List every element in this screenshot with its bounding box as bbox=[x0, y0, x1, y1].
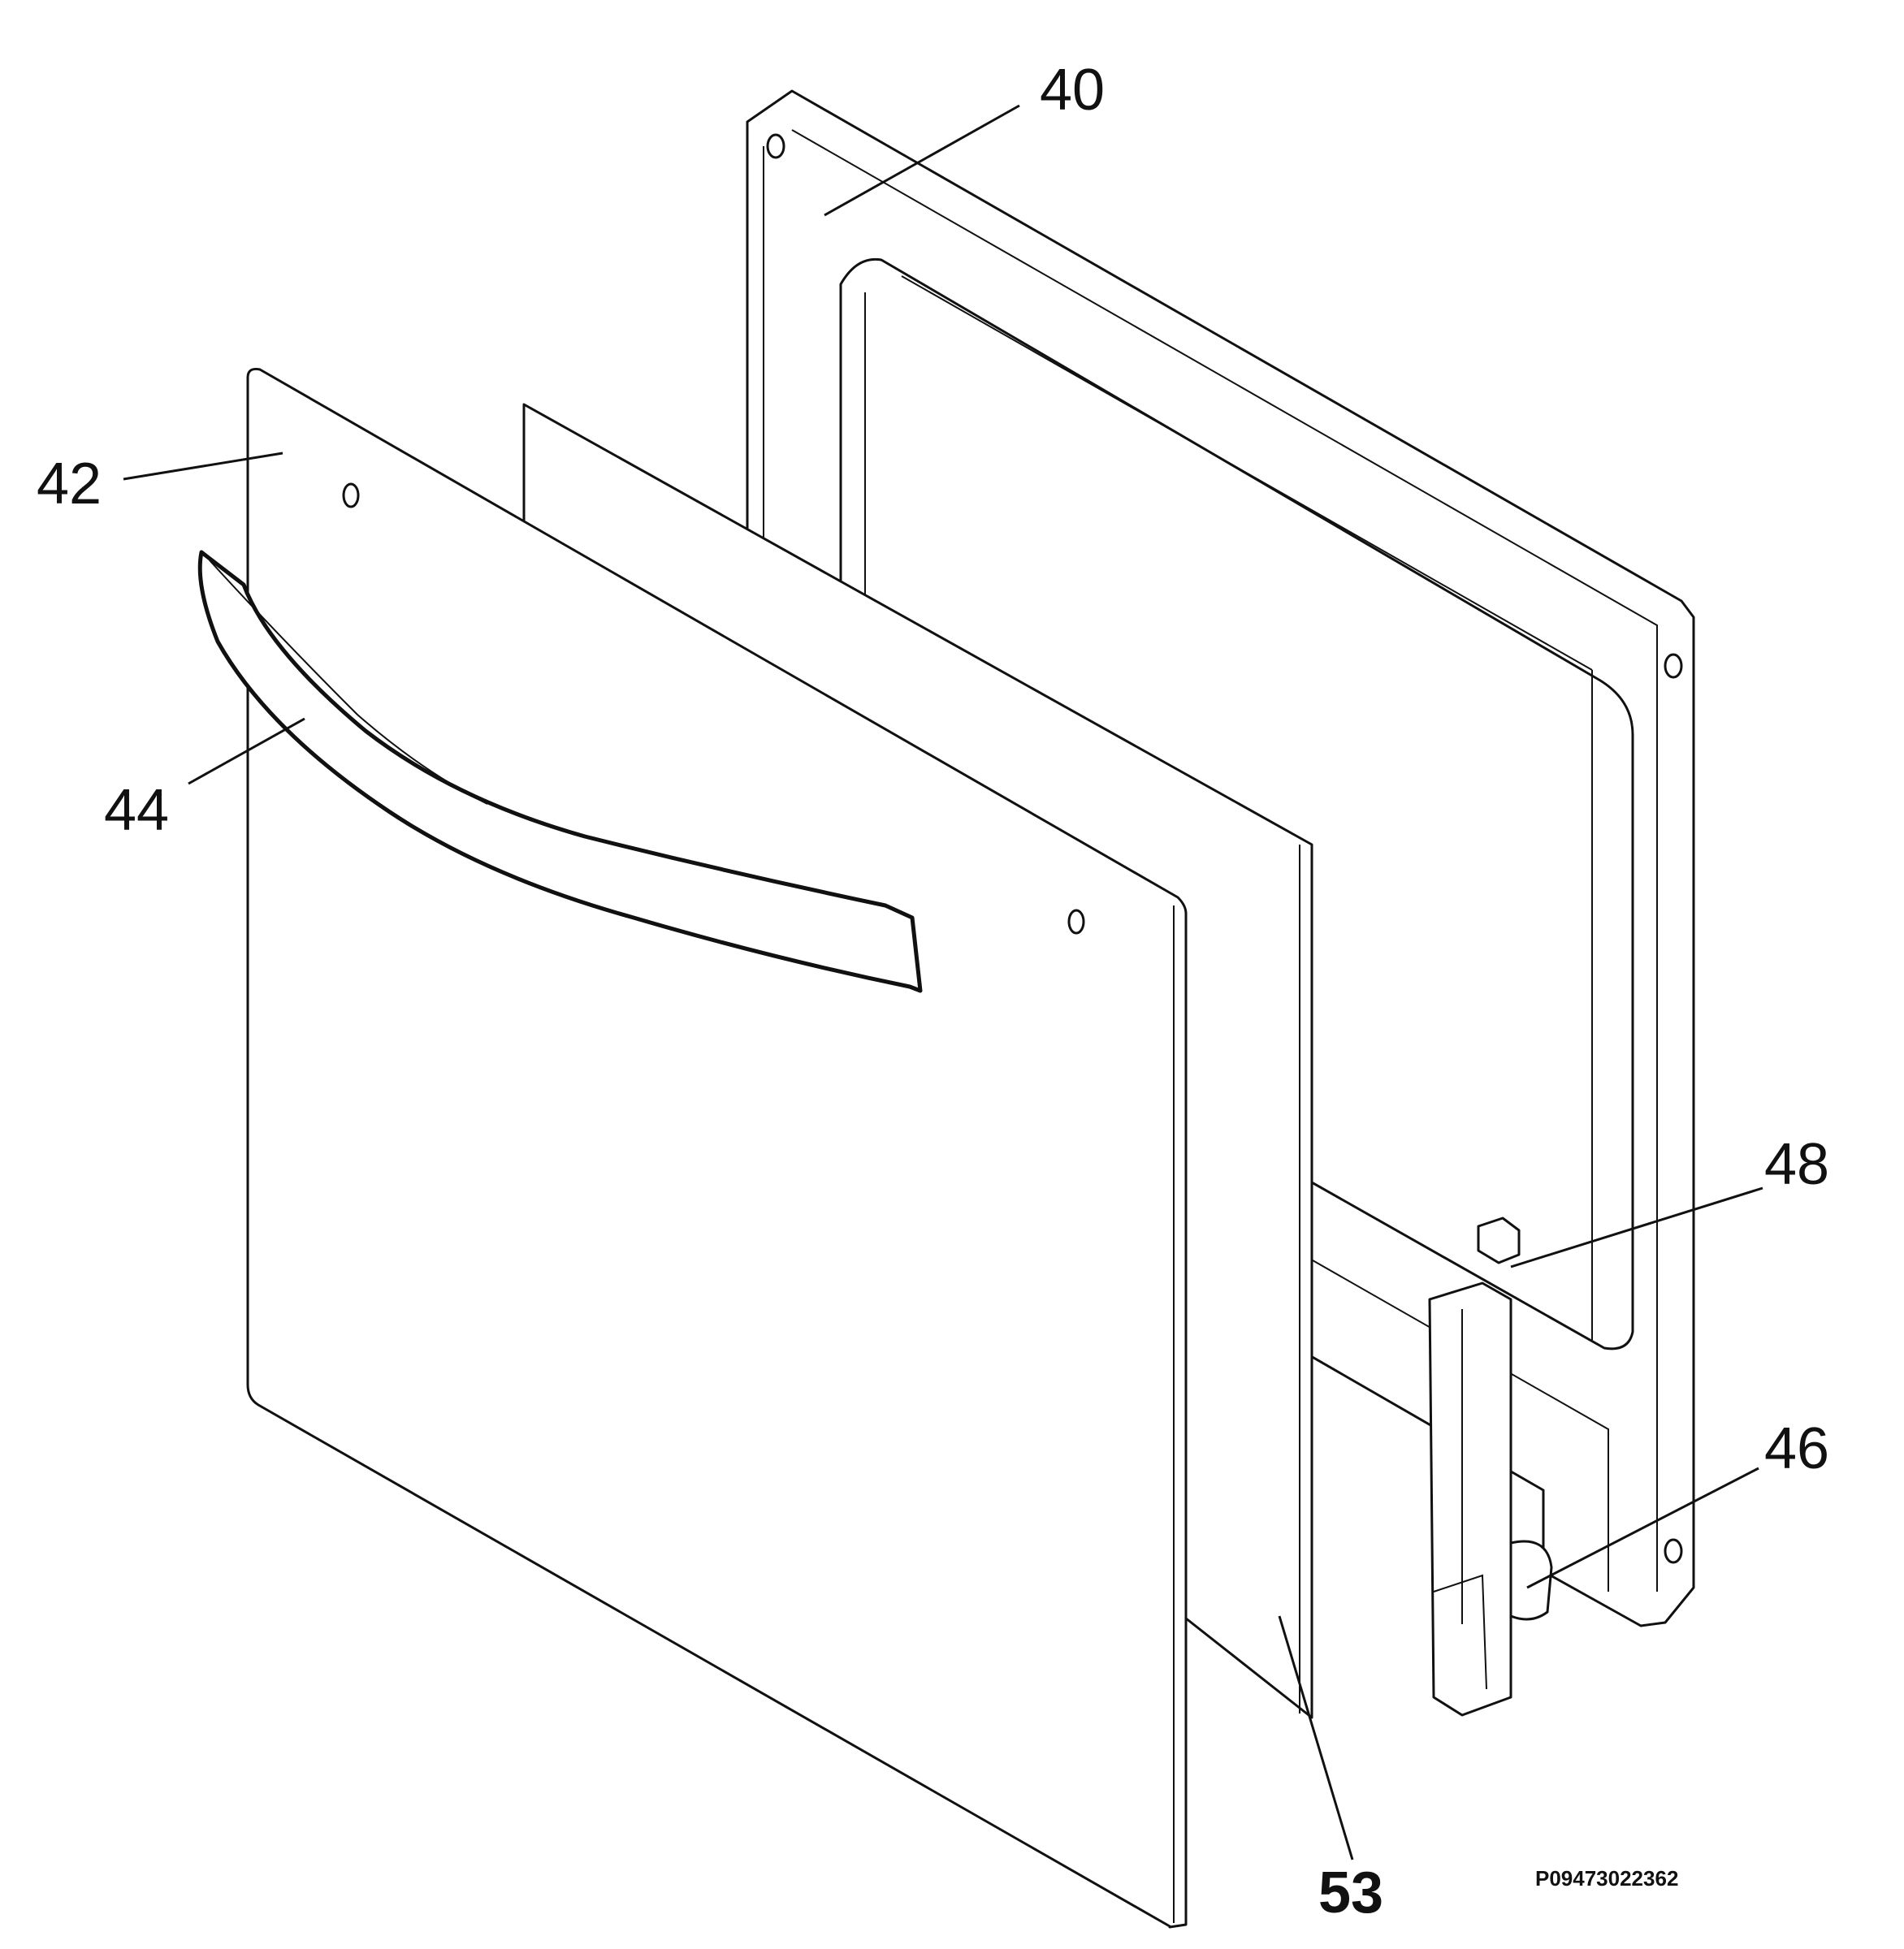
callout-46: 46 bbox=[1764, 1416, 1829, 1481]
callout-44: 44 bbox=[104, 778, 169, 843]
leader-lines bbox=[123, 104, 1763, 1860]
clip-part bbox=[1477, 1217, 1521, 1264]
drawing-code: P09473022362 bbox=[1535, 1866, 1678, 1891]
outer-glass-panel bbox=[246, 368, 1188, 1929]
callout-48: 48 bbox=[1764, 1132, 1829, 1197]
callout-40: 40 bbox=[1040, 58, 1105, 123]
callout-53: 53 bbox=[1318, 1860, 1383, 1925]
hinge-assembly bbox=[1428, 1281, 1553, 1717]
callout-42: 42 bbox=[37, 452, 102, 516]
door-handle bbox=[197, 550, 923, 993]
